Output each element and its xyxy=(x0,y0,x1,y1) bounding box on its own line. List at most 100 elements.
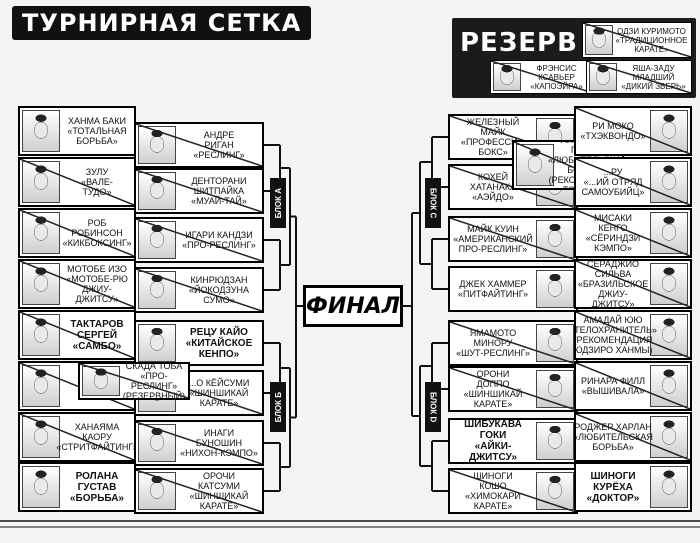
fighter-name: МИСАКИ КЕНГО «СЁРИНДЗИ КЭМПО» xyxy=(585,213,641,253)
fighter-name: РЕЦУ КАЙО «КИТАЙСКОЕ КЕНПО» xyxy=(185,326,253,360)
portrait-icon xyxy=(138,221,176,259)
block-a-label: БЛОК А xyxy=(270,178,286,228)
portrait-icon xyxy=(22,416,60,458)
fighter-name: ОРОНИ ДОППО «ШИНШИКАЙ КАРАТЕ» xyxy=(463,369,523,409)
fighter-slot-left-outer: МОТОБЕ ИЗО «МОТОБЕ-РЮ ДЖИУ-ДЖИТСУ» xyxy=(18,259,136,309)
fighter-slot-right-outer: РИ МОКО «ТХЭКВОНДО» xyxy=(574,106,692,156)
fighter-slot-left-outer: ХАНМА БАКИ «ТОТАЛЬНАЯ БОРЬБА» xyxy=(18,106,136,156)
block-d-label: БЛОК D xyxy=(425,382,441,432)
fighter-slot-right-outer: ШИНОГИ КУРЁХА «ДОКТОР» xyxy=(574,462,692,512)
fighter-slot-right-inner: ШИНОГИ КОШО «ХИМОКАРИ КАРАТЕ» xyxy=(448,468,578,514)
fighter-name: МОТОБЕ ИЗО «МОТОБЕ-РЮ ДЖИУ-ДЖИТСУ» xyxy=(66,264,128,304)
fighter-name: РИ МОКО «ТХЭКВОНДО» xyxy=(580,121,646,141)
fighter-slot-left-inner: РЕЦУ КАЙО «КИТАЙСКОЕ КЕНПО» xyxy=(134,320,264,366)
fighter-slot-right-outer: ...РУ «...ИЙ ОТРЯД САМОУБИЙЦ» xyxy=(574,157,692,207)
portrait-icon xyxy=(589,63,617,91)
portrait-icon xyxy=(138,271,176,309)
fighter-name: ХАНАЯМА КАОРУ «СТРИТФАЙТИНГ» xyxy=(56,422,136,452)
fighter-name: ОРОЧИ КАТСУМИ «ШИНШИКАЙ КАРАТЕ» xyxy=(189,471,249,511)
block-c-label: БЛОК С xyxy=(425,178,441,228)
portrait-icon xyxy=(536,422,574,460)
fighter-name: СКАДА ТОБА «ПРО-РЕСЛИНГ» (РЕЗЕРВНЫЙ) xyxy=(122,362,186,400)
fighter-name: ШИНОГИ КУРЁХА «ДОКТОР» xyxy=(586,470,640,504)
portrait-icon xyxy=(138,424,176,462)
portrait-icon xyxy=(22,161,60,203)
portrait-icon xyxy=(536,220,574,258)
fighter-slot-left-inner: АНДРЕ РИГАН «РЕСЛИНГ» xyxy=(134,122,264,168)
portrait-icon xyxy=(138,472,176,510)
fighter-slot-right-outer: СЕРАДЖИО СИЛЬВА «БРАЗИЛЬСКОЕ ДЖИУ-ДЖИТСУ… xyxy=(574,259,692,309)
fighter-name: ДЖЕК ХАММЕР «ПИТФАЙТИНГ» xyxy=(457,279,528,299)
portrait-icon xyxy=(650,161,688,203)
page-title: ТУРНИРНАЯ СЕТКА xyxy=(12,6,312,40)
portrait-icon xyxy=(22,110,60,152)
fighter-slot-left-inner: ИНАГИ БУНОШИН «НИХОН-КЭМПО» xyxy=(134,420,264,466)
fighter-name: ИНАГИ БУНОШИН «НИХОН-КЭМПО» xyxy=(180,428,258,458)
fighter-slot-right-inner: ДЖЕК ХАММЕР «ПИТФАЙТИНГ» xyxy=(448,266,578,312)
fighter-name: ЯМАМОТО МИНОРУ «ШУТ-РЕСЛИНГ» xyxy=(456,328,530,358)
portrait-icon xyxy=(138,172,176,210)
portrait-icon xyxy=(650,466,688,508)
fighter-name: СЕРАДЖИО СИЛЬВА «БРАЗИЛЬСКОЕ ДЖИУ-ДЖИТСУ… xyxy=(577,259,649,309)
fighter-slot-right-inner: МАЙК КУИН «АМЕРИКАНСКИЙ ПРО-РЕСЛИНГ» xyxy=(448,216,578,262)
portrait-icon xyxy=(22,314,60,356)
fighter-slot-right-outer: РИНАРА ФИЛЛ «ВЫШИВАЛА» xyxy=(574,361,692,411)
fighter-name: ШИБУКАВА ГОКИ «АЙКИ- ДЖИТСУ» xyxy=(464,419,522,463)
reserve-fighter-slot: ЯША-ЗАДУ МЛАДШИЙ «ДИКИЙ ЗВЕРЬ» xyxy=(586,60,692,94)
fighter-name: РИНАРА ФИЛЛ «ВЫШИВАЛА» xyxy=(580,376,645,396)
fighter-name: РОБ РОБИНСОН «КИКБОКСИНГ» xyxy=(62,218,132,248)
fighter-name: КИНРЮДЗАН «ЙОКОДЗУНА СУМО» xyxy=(188,275,250,305)
fighter-name: ...О КЁЙСУМИ «ШИНШИКАЙ КАРАТЕ» xyxy=(188,378,250,408)
fighter-slot-left-outer: ЗУЛУ «ВАЛЕ- ТУДО» xyxy=(18,157,136,207)
portrait-icon xyxy=(536,370,574,408)
reserve-fighter-slot: ФРЭНСИС КСАВЬЕР «КАПОЭЙРА» xyxy=(490,60,594,94)
fighter-name: АНДРЕ РИГАН «РЕСЛИНГ» xyxy=(193,130,245,160)
portrait-icon xyxy=(22,263,60,305)
fighter-slot-left-inner: ОРОЧИ КАТСУМИ «ШИНШИКАЙ КАРАТЕ» xyxy=(134,468,264,514)
reserve-fighter-slot: ОДЗИ КУРИМОТО «ТРАДИЦИОННОЕ КАРАТЕ» xyxy=(582,22,692,58)
portrait-icon xyxy=(493,63,521,91)
portrait-icon xyxy=(536,472,574,510)
fighter-name: ЯША-ЗАДУ МЛАДШИЙ «ДИКИЙ ЗВЕРЬ» xyxy=(621,63,686,91)
fighter-name: ДЕНТОРАНИ ШИТПАЙКА «МУАЙ-ТАЙ» xyxy=(191,176,247,206)
portrait-icon xyxy=(516,144,554,186)
reserve-panel: РЕЗЕРВ ОДЗИ КУРИМОТО «ТРАДИЦИОННОЕ КАРАТ… xyxy=(452,18,696,98)
fighter-slot-right-outer: АМАДАЙ ЮЮ «ТЕЛОХРАНИТЕЛЬ» (РЕКОМЕНДАЦИЯ … xyxy=(574,310,692,360)
portrait-icon xyxy=(536,270,574,308)
block-b-label: БЛОК Б xyxy=(270,382,286,432)
portrait-icon xyxy=(536,324,574,362)
fighter-slot-left-outer: РОБ РОБИНСОН «КИКБОКСИНГ» xyxy=(18,208,136,258)
fighter-slot-right-inner: ЯМАМОТО МИНОРУ «ШУТ-РЕСЛИНГ» xyxy=(448,320,578,366)
fighter-slot-left-inner: ИГАРИ КАНДЗИ «ПРО-РЕСЛИНГ» xyxy=(134,217,264,263)
fighter-name: РОЛАНА ГУСТАВ «БОРЬБА» xyxy=(70,470,124,504)
portrait-icon xyxy=(138,324,176,362)
fighter-slot-reserve-overlay: СКАДА ТОБА «ПРО-РЕСЛИНГ» (РЕЗЕРВНЫЙ) xyxy=(78,362,190,400)
fighter-name: ЗУЛУ «ВАЛЕ- ТУДО» xyxy=(81,167,113,197)
portrait-icon xyxy=(22,365,60,407)
fighter-slot-right-outer: МИСАКИ КЕНГО «СЁРИНДЗИ КЭМПО» xyxy=(574,208,692,258)
fighter-slot-left-outer: РОЛАНА ГУСТАВ «БОРЬБА» xyxy=(18,462,136,512)
fighter-slot-right-inner: ШИБУКАВА ГОКИ «АЙКИ- ДЖИТСУ» xyxy=(448,418,578,464)
fighter-slot-right-inner: ОРОНИ ДОППО «ШИНШИКАЙ КАРАТЕ» xyxy=(448,366,578,412)
portrait-icon xyxy=(585,25,613,55)
final-box: ФИНАЛ xyxy=(303,285,403,327)
fighter-name: ФРЭНСИС КСАВЬЕР «КАПОЭЙРА» xyxy=(530,63,583,91)
portrait-icon xyxy=(82,366,120,396)
fighter-slot-left-outer: ТАКТАРОВ СЕРГЕЙ «САМБО» xyxy=(18,310,136,360)
reserve-title: РЕЗЕРВ xyxy=(460,28,578,58)
fighter-name: АМАДАЙ ЮЮ «ТЕЛОХРАНИТЕЛЬ» (РЕКОМЕНДАЦИЯ … xyxy=(574,315,657,355)
fighter-slot-left-outer: ХАНАЯМА КАОРУ «СТРИТФАЙТИНГ» xyxy=(18,412,136,462)
portrait-icon xyxy=(650,416,688,458)
portrait-icon xyxy=(650,365,688,407)
portrait-icon xyxy=(650,110,688,152)
portrait-icon xyxy=(650,212,688,254)
fighter-slot-left-inner: ДЕНТОРАНИ ШИТПАЙКА «МУАЙ-ТАЙ» xyxy=(134,168,264,214)
fighter-name: ШИНОГИ КОШО «ХИМОКАРИ КАРАТЕ» xyxy=(465,471,521,511)
portrait-icon xyxy=(138,126,176,164)
fighter-name: РОДЖЕР ХАРЛАН «ЛЮБИТЕЛЬСКАЯ БОРЬБА» xyxy=(574,422,653,452)
fighter-name: МАЙК КУИН «АМЕРИКАНСКИЙ ПРО-РЕСЛИНГ» xyxy=(453,224,533,254)
fighter-name: ОДЗИ КУРИМОТО «ТРАДИЦИОННОЕ КАРАТЕ» xyxy=(615,26,688,54)
fighter-slot-right-outer: РОДЖЕР ХАРЛАН «ЛЮБИТЕЛЬСКАЯ БОРЬБА» xyxy=(574,412,692,462)
fighter-slot-left-inner: КИНРЮДЗАН «ЙОКОДЗУНА СУМО» xyxy=(134,267,264,313)
